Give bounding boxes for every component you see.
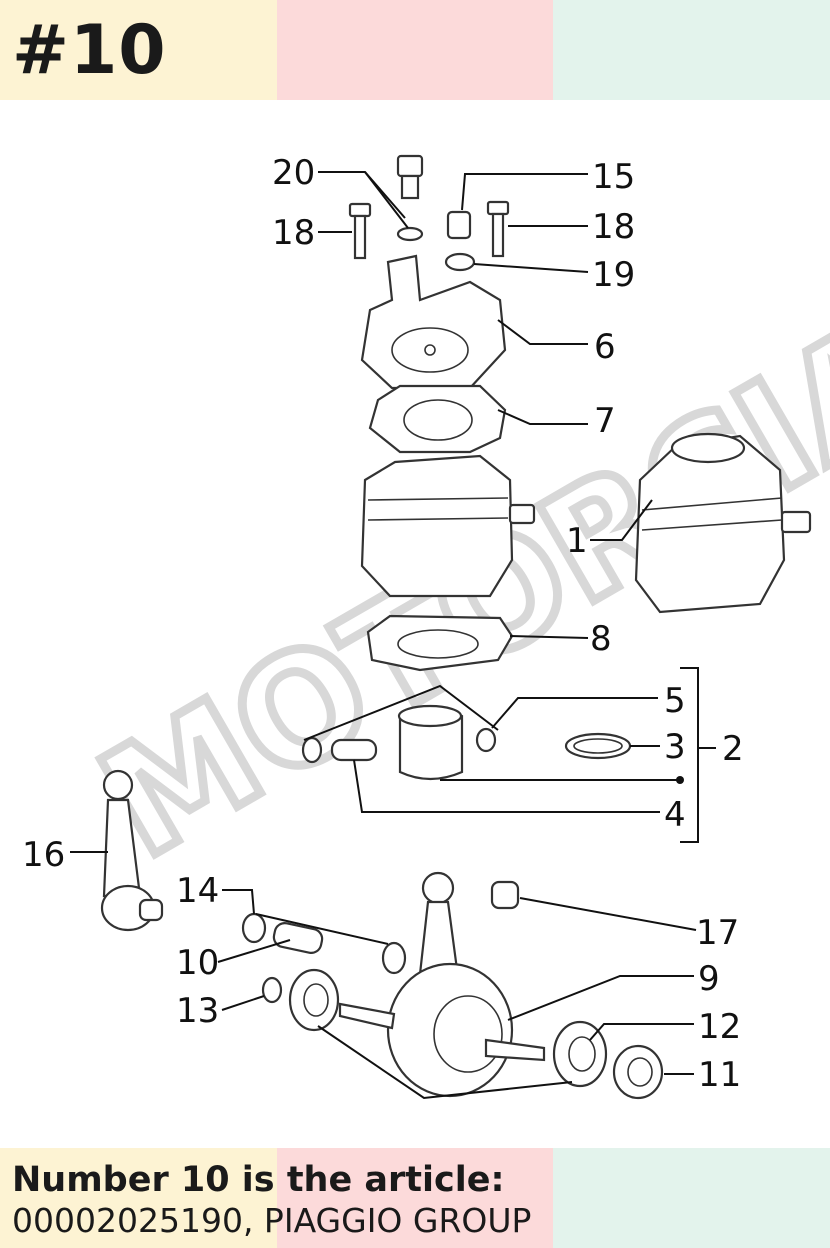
callout-4: 4: [664, 795, 686, 835]
callout-8: 8: [590, 619, 612, 659]
circlip-left: [301, 736, 323, 764]
cylinder-assembly: [360, 454, 536, 598]
callout-20: 20: [272, 153, 315, 193]
band-segment-pink: [276, 1148, 554, 1248]
band-segment-yellow: [0, 1148, 277, 1248]
piston-pin: [330, 738, 378, 762]
exploded-parts-diagram: MOTORCIA: [22, 153, 830, 1100]
callout-10: 10: [176, 943, 219, 983]
callout-5: 5: [664, 681, 686, 721]
band-segment-mint: [553, 1148, 830, 1248]
part-17-nut: [490, 880, 520, 910]
band-segment-pink: [276, 0, 554, 100]
part-19-washer: [444, 252, 476, 272]
part-16-connecting-rod: [100, 769, 164, 932]
callout-12: 12: [698, 1007, 741, 1047]
callout-3: 3: [664, 727, 686, 767]
band-segment-yellow: [0, 0, 277, 100]
part-2-piston-group: [301, 704, 684, 784]
part-11-oil-seal: [612, 1044, 664, 1100]
callout-19: 19: [592, 255, 635, 295]
callout-9: 9: [698, 959, 720, 999]
part-9-crankshaft: [338, 871, 546, 1098]
callout-2: 2: [722, 729, 744, 769]
callout-18-left: 18: [272, 213, 315, 253]
callout-7: 7: [594, 401, 616, 441]
callout-16: 16: [22, 835, 65, 875]
callout-labels: 20 15 18 18 19 6 7 1 8 5 3 2 4 16 14 17 …: [22, 153, 744, 1095]
callout-14: 14: [176, 871, 219, 911]
callout-15: 15: [592, 157, 635, 197]
part-20-bolt: [396, 154, 424, 242]
article-caption: Number 10 is the article:: [12, 1160, 505, 1200]
leader-lines: [70, 171, 716, 1100]
part-10-pin: [272, 922, 324, 954]
part-18-bolt-right: [486, 200, 510, 258]
callout-13: 13: [176, 991, 219, 1031]
part-1-cylinder: [634, 432, 812, 614]
part-15-nut: [446, 210, 472, 240]
part-8-base-gasket: [366, 614, 514, 672]
part-7-gasket: [368, 384, 507, 454]
band-segment-mint: [553, 0, 830, 100]
part-3-piston-rings: [564, 732, 632, 760]
part-18-bolt-left: [348, 202, 372, 260]
article-number: 00002025190, PIAGGIO GROUP: [12, 1201, 532, 1240]
callout-18-right: 18: [592, 207, 635, 247]
part-5-circlip: [475, 727, 497, 753]
part-13-washer: [261, 976, 283, 1004]
callout-6: 6: [594, 327, 616, 367]
part-6-cylinder-head: [360, 254, 507, 390]
part-14-washer: [241, 912, 267, 944]
part-12-bearing-left: [288, 968, 340, 1032]
callout-17: 17: [696, 913, 739, 953]
footer-band: [0, 1148, 830, 1248]
page-title: #10: [12, 11, 167, 90]
header-band: [0, 0, 830, 100]
callout-11: 11: [698, 1055, 741, 1095]
part-14-washer-right: [381, 941, 407, 975]
callout-1: 1: [566, 521, 588, 561]
